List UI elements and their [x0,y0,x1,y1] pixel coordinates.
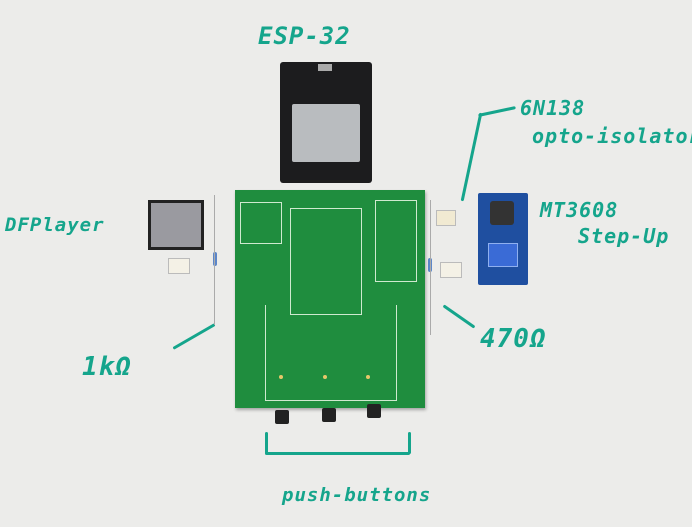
push-button-1 [275,410,289,424]
stepup-label-line2: Step-Up [578,224,670,248]
optoisolator-chip [436,210,456,226]
optoisolator-pointer [460,112,483,202]
esp32-module-shield [292,104,360,162]
resistor-1k [213,252,217,266]
dfplayer-connector [168,258,190,274]
usb-port [318,64,332,71]
push-button-3 [367,404,381,418]
push-button-2 [322,408,336,422]
button-pad-2 [323,375,327,379]
optoisolator-label-line1: 6N138 [520,96,586,120]
esp32-label: ESP-32 [258,22,351,50]
stepup-connector [440,262,462,278]
esp32-footprint [290,208,362,315]
resistor-1k-pointer [172,323,216,350]
resistor-470-label: 470Ω [480,324,547,354]
button-pad-3 [366,375,370,379]
inductor [490,201,514,225]
push-buttons-bracket [265,452,410,455]
button-pad-1 [279,375,283,379]
board-outline [265,305,397,401]
resistor-470-pointer [442,304,476,329]
push-buttons-bracket-right [408,432,411,454]
potentiometer [488,243,518,267]
stepup-label-line1: MT3608 [540,198,619,222]
optoisolator-label-line2: opto-isolator [532,124,692,148]
pcb-board [235,190,425,408]
resistor-1k-label: 1kΩ [82,352,132,382]
mt3608-stepup-module [478,193,528,285]
optoisolator-pointer-top [478,106,516,117]
dfplayer-module [148,200,204,250]
dfplayer-footprint [240,202,282,244]
resistor-1k-lead [214,195,215,325]
dfplayer-label: DFPlayer [5,214,105,236]
stepup-footprint [375,200,417,282]
push-buttons-bracket-left [265,432,268,454]
esp32-board [280,62,372,183]
resistor-470-lead [430,200,431,335]
push-buttons-label: push-buttons [282,484,432,506]
